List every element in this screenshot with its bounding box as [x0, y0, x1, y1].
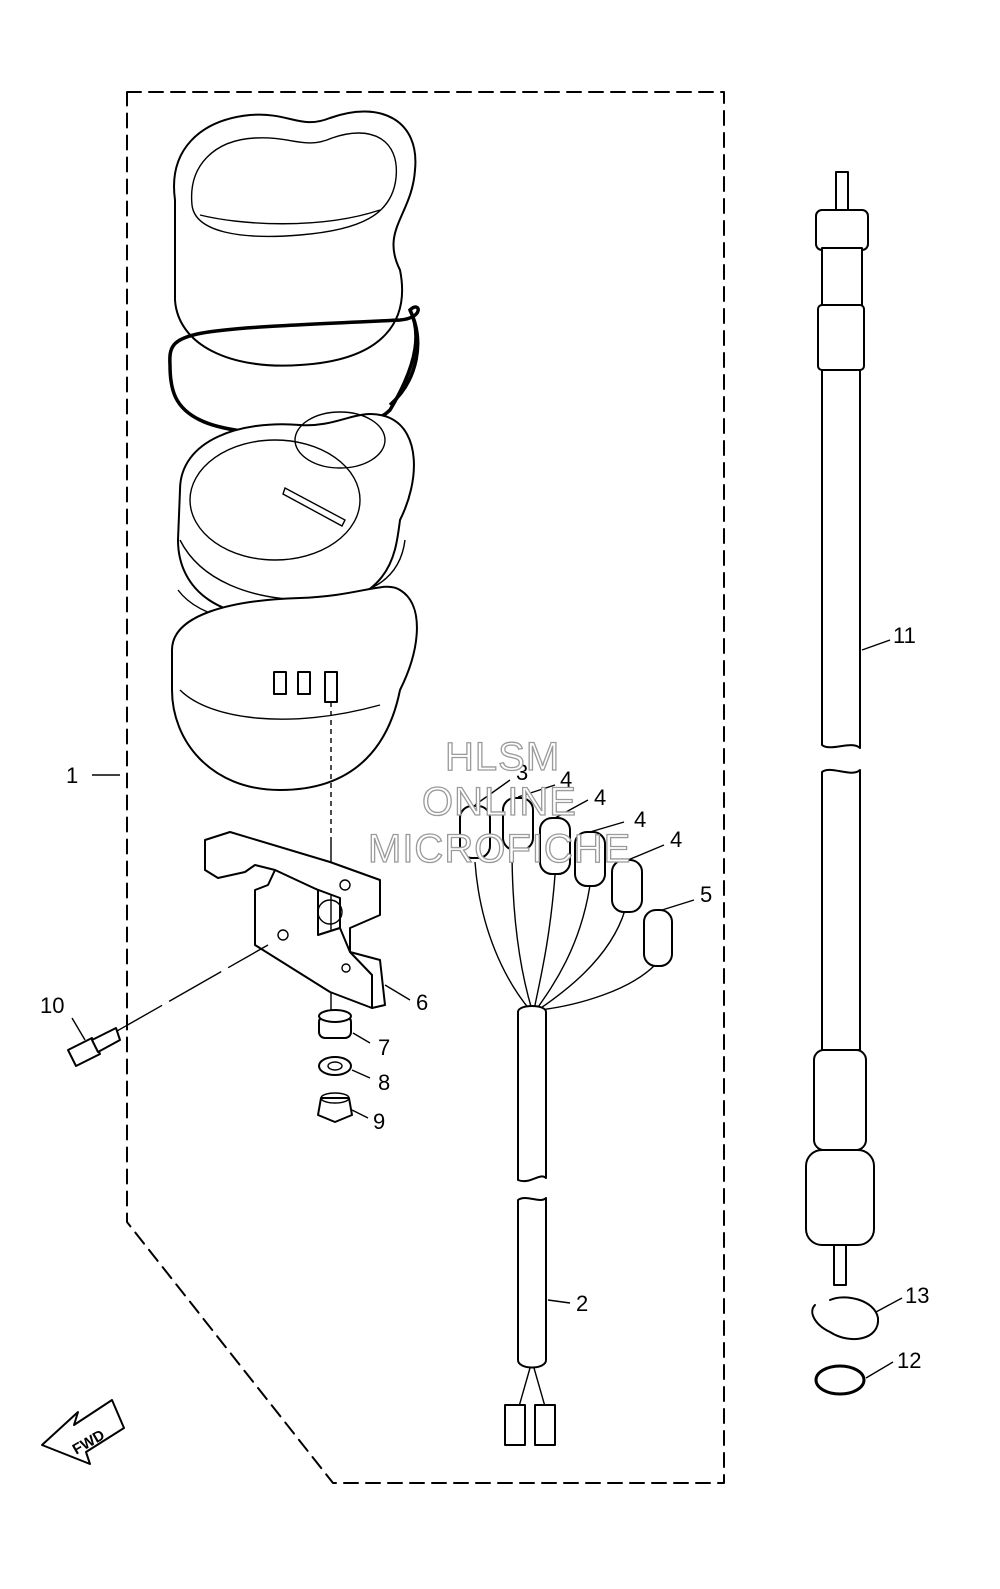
stud — [324, 671, 338, 703]
bulb-socket — [502, 797, 534, 851]
callout-11: 11 — [893, 623, 916, 648]
watermark-line-1: HLSM — [445, 735, 560, 779]
callout-10: 10 — [40, 993, 64, 1018]
callout-5: 5 — [700, 882, 712, 907]
clip — [811, 1296, 880, 1341]
callout-13: 13 — [905, 1283, 929, 1308]
callout-2: 2 — [576, 1291, 588, 1316]
callout-7: 7 — [378, 1035, 390, 1060]
watermark-line-3: MICROFICHE — [368, 827, 631, 871]
assembly-boundary — [126, 91, 725, 1484]
callout-1: 1 — [66, 763, 78, 788]
callouts: 1 2 3 4 4 4 4 5 6 7 8 9 10 11 12 13 — [40, 623, 929, 1373]
callout-9: 9 — [373, 1109, 385, 1134]
speedometer-assembly — [168, 110, 420, 1020]
bezel-ring — [173, 110, 417, 367]
callout-4d: 4 — [670, 827, 682, 852]
connector — [534, 1404, 556, 1446]
rear-housing — [171, 585, 418, 791]
callout-8: 8 — [378, 1070, 390, 1095]
nut — [317, 1092, 353, 1123]
o-ring-small — [814, 1364, 866, 1396]
mounting-bracket — [204, 831, 386, 1009]
speedometer-cable — [805, 171, 875, 1286]
connector — [504, 1404, 526, 1446]
grommet — [318, 1009, 352, 1039]
fwd-arrow-icon: FWD — [41, 1399, 125, 1465]
stud — [297, 671, 311, 695]
callout-4a: 4 — [560, 767, 572, 792]
bolt — [67, 944, 269, 1067]
wire-harness — [459, 797, 673, 1446]
bulb-socket — [459, 805, 491, 859]
washer — [318, 1056, 352, 1076]
leader-lines — [71, 639, 903, 1379]
bulb-socket — [643, 909, 673, 967]
watermark: HLSM ONLINE MICROFICHE — [367, 734, 631, 871]
callout-4b: 4 — [594, 785, 606, 810]
stud — [273, 671, 287, 695]
callout-12: 12 — [897, 1348, 921, 1373]
bulb-socket — [611, 859, 643, 913]
callout-6: 6 — [416, 990, 428, 1015]
o-ring — [168, 305, 420, 436]
callout-3: 3 — [516, 760, 528, 785]
callout-4c: 4 — [634, 807, 646, 832]
watermark-line-2: ONLINE — [422, 780, 577, 824]
